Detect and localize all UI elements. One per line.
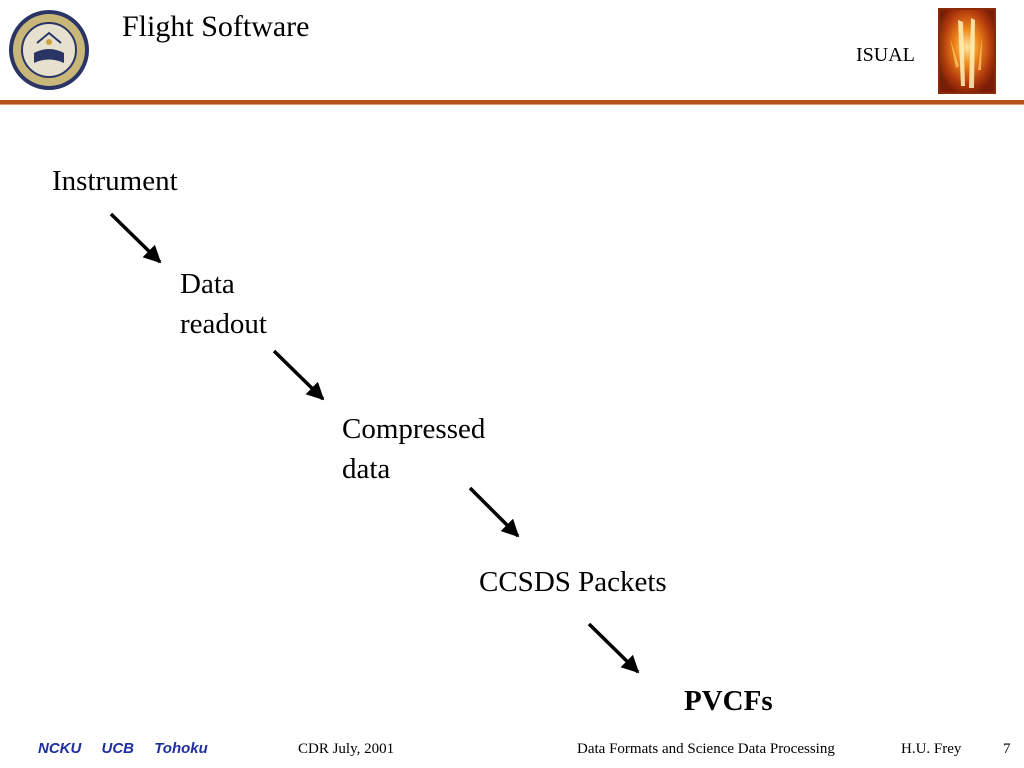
step-instrument: Instrument <box>52 161 178 201</box>
step-line: readout <box>180 308 267 340</box>
arrow-1 <box>109 212 162 264</box>
org-ncku: NCKU <box>38 740 82 757</box>
step-line: Compressed <box>342 413 486 445</box>
step-line: data <box>342 453 391 485</box>
arrow-4 <box>587 622 640 674</box>
footer-cdr-date: CDR July, 2001 <box>298 741 395 757</box>
sprite-image <box>938 8 996 94</box>
org-ucb: UCB <box>101 740 135 757</box>
footer-topic: Data Formats and Science Data Processing <box>577 741 835 757</box>
instrument-label: ISUAL <box>856 44 915 66</box>
step-data-readout: Data readout <box>180 264 267 344</box>
university-seal-logo <box>9 10 89 90</box>
arrow-2 <box>272 349 325 401</box>
footer-author: H.U. Frey <box>901 741 962 757</box>
step-compressed-data: Compressed data <box>342 409 485 489</box>
org-tohoku: Tohoku <box>154 740 208 757</box>
step-line: Data <box>180 268 235 300</box>
page-number: 7 <box>1003 741 1011 757</box>
header-divider <box>0 100 1024 104</box>
step-line: PVCFs <box>684 685 773 717</box>
arrow-3 <box>468 486 520 538</box>
step-line: Instrument <box>52 165 178 197</box>
footer-organizations: NCKU UCB Tohoku <box>38 740 224 757</box>
header-divider-shadow <box>0 104 1024 105</box>
step-line: CCSDS Packets <box>479 566 667 598</box>
step-pvcfs: PVCFs <box>684 681 773 721</box>
step-ccsds-packets: CCSDS Packets <box>479 562 667 602</box>
slide-title: Flight Software <box>122 10 310 43</box>
